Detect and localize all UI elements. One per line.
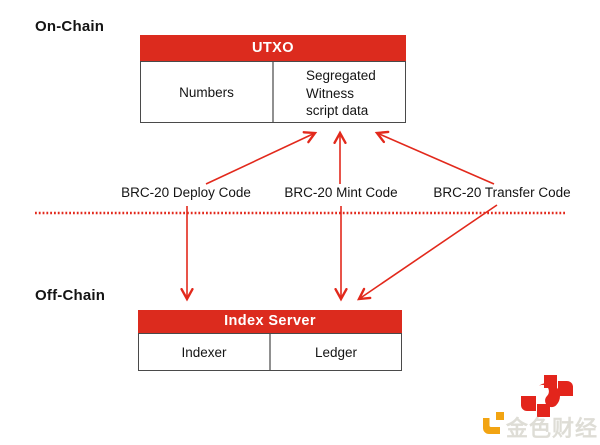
index-server-box: Index Server Indexer Ledger [138,310,402,371]
off-chain-label: Off-Chain [35,287,106,304]
jinse-bracket-icon [483,412,504,434]
on-chain-label: On-Chain [35,18,105,35]
arrow-deploy-to-utxo [205,133,315,185]
arrow-transfer-to-index-server [359,204,498,299]
utxo-cell-segwit: Segregated Witness script data [306,68,376,118]
utxo-cell-numbers: Numbers [141,62,274,122]
arrow-transfer-to-utxo [377,133,495,185]
jinse-watermark-text: 金色财经 [506,416,599,441]
index-server-box-body: Indexer Ledger [138,333,402,371]
index-server-cell-ledger: Ledger [314,344,358,360]
brc20-deploy-code-label: BRC-20 Deploy Code [118,185,254,200]
brc20-mint-code-label: BRC-20 Mint Code [281,185,401,200]
index-server-cell-indexer: Indexer [139,334,271,370]
utxo-box-title: UTXO [140,35,406,61]
brc20-transfer-code-label: BRC-20 Transfer Code [430,185,574,200]
utxo-box: UTXO Numbers Segregated Witness script d… [140,35,406,123]
index-server-box-title: Index Server [138,310,402,333]
utxo-box-body: Numbers Segregated Witness script data [140,61,406,123]
jinse-mark-icon [521,375,573,417]
